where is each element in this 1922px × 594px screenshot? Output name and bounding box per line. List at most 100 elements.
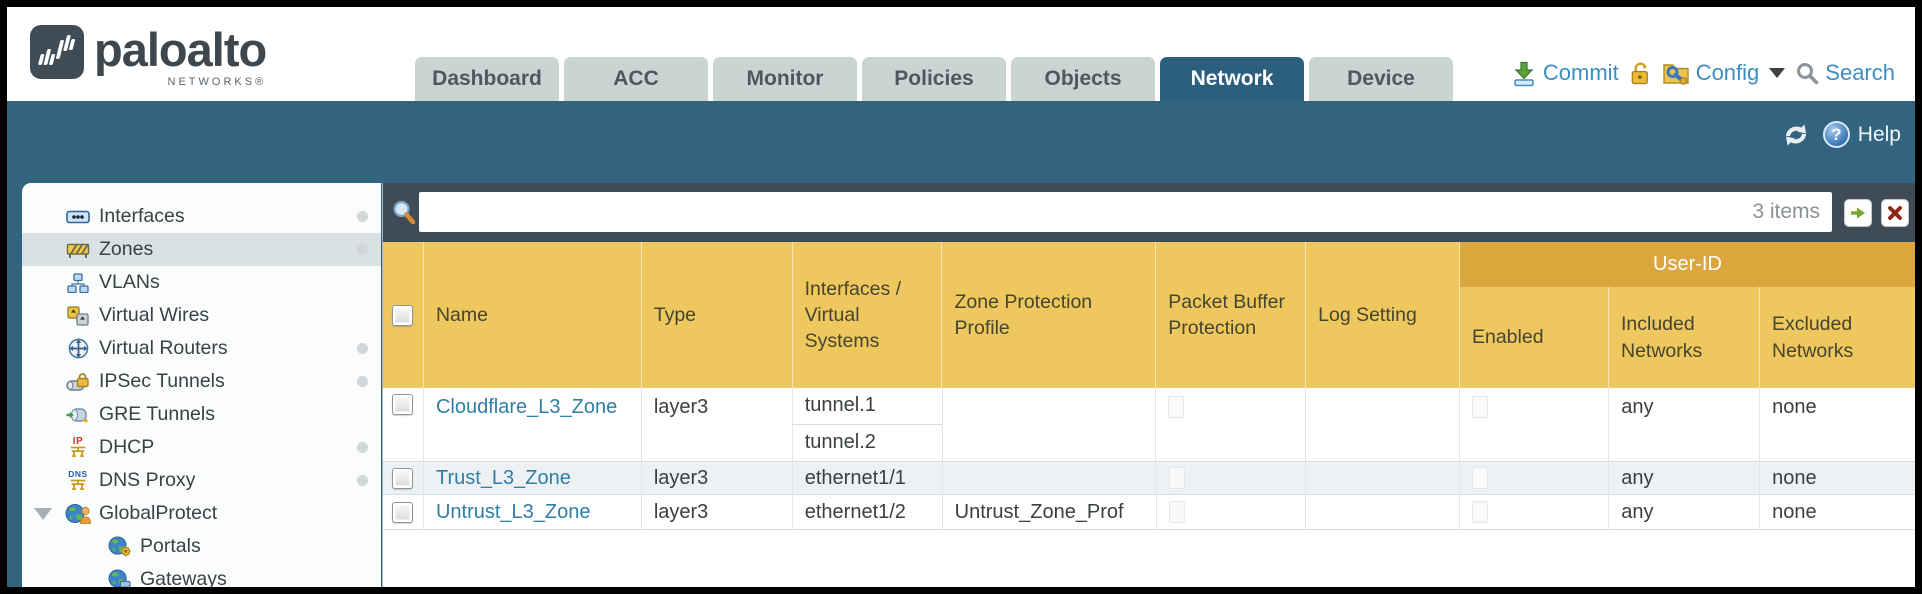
teal-subheader-band: Help <box>7 101 1915 183</box>
commit-button[interactable]: Commit <box>1511 60 1619 87</box>
sidebar-item-dhcp[interactable]: IP DHCP <box>22 431 381 464</box>
zone-name-cell: Trust_L3_Zone <box>424 462 642 494</box>
column-header-log-setting[interactable]: Log Setting <box>1306 242 1460 388</box>
help-button[interactable]: Help <box>1822 121 1901 148</box>
sidebar-item-vlans[interactable]: VLANs <box>22 266 381 299</box>
gre-tunnels-icon <box>65 405 91 425</box>
table-row: Trust_L3_Zone layer3 ethernet1/1 any non… <box>383 462 1915 495</box>
excluded-networks-cell: none <box>1772 500 1817 523</box>
sidebar-item-gre-tunnels[interactable]: GRE Tunnels <box>22 398 381 431</box>
sidebar-item-label: Virtual Routers <box>99 337 228 359</box>
row-select-checkbox[interactable] <box>392 394 414 415</box>
log-setting-cell <box>1306 388 1461 461</box>
tab-monitor[interactable]: Monitor <box>713 57 857 101</box>
sidebar-item-virtual-routers[interactable]: Virtual Routers <box>22 332 381 365</box>
brand-subname: NETWORKS® <box>167 76 267 88</box>
commit-label: Commit <box>1542 60 1619 85</box>
user-id-subcolumns: Enabled Included Networks Excluded Netwo… <box>1460 287 1915 388</box>
zone-interfaces-cell: ethernet1/2 <box>793 495 943 529</box>
network-sidebar: Interfaces Zones VLANs Vir <box>22 183 381 587</box>
gateways-icon <box>106 569 132 587</box>
user-id-column-group: User-ID Enabled Included Networks Exclud… <box>1459 242 1915 388</box>
interface-entry: tunnel.2 <box>804 431 876 454</box>
packet-buffer-protection-checkbox[interactable] <box>1168 467 1185 489</box>
green-arrow-icon <box>1851 207 1865 219</box>
sidebar-item-dns-proxy[interactable]: DNS DNS Proxy <box>22 464 381 497</box>
table-row: Cloudflare_L3_Zone layer3 tunnel.1 tunne… <box>383 388 1915 462</box>
row-select-checkbox[interactable] <box>392 501 414 523</box>
packet-buffer-protection-cell <box>1157 462 1307 494</box>
dhcp-icon: IP <box>65 437 91 458</box>
column-header-zone-protection-profile[interactable]: Zone Protection Profile <box>942 242 1157 388</box>
sidebar-item-label: Gateways <box>140 568 227 587</box>
sidebar-item-ipsec-tunnels[interactable]: IPSec Tunnels <box>22 365 381 398</box>
excluded-networks-cell: none <box>1772 396 1817 418</box>
row-select-cell <box>383 388 424 461</box>
main-nav-tabs: Dashboard ACC Monitor Policies Objects N… <box>415 57 1458 101</box>
clear-filter-button[interactable] <box>1881 199 1909 227</box>
zone-name-cell: Untrust_L3_Zone <box>424 495 642 529</box>
zone-name-link[interactable]: Cloudflare_L3_Zone <box>435 396 618 418</box>
sidebar-item-interfaces[interactable]: Interfaces <box>22 200 381 233</box>
sidebar-item-label: GlobalProtect <box>99 502 218 524</box>
apply-filter-button[interactable] <box>1844 199 1872 227</box>
refresh-icon[interactable] <box>1781 122 1811 148</box>
select-all-cell <box>383 242 424 388</box>
filter-input[interactable] <box>419 192 1832 232</box>
zones-table-header: Name Type Interfaces / Virtual Systems Z… <box>383 242 1915 388</box>
tab-acc[interactable]: ACC <box>564 57 708 101</box>
zone-protection-profile-cell <box>943 388 1157 461</box>
portals-icon <box>106 536 132 557</box>
paloalto-logo-icon <box>30 25 84 79</box>
user-id-enabled-checkbox[interactable] <box>1472 467 1489 489</box>
sidebar-item-virtual-wires[interactable]: Virtual Wires <box>22 299 381 332</box>
tab-network[interactable]: Network <box>1160 57 1304 101</box>
log-setting-cell <box>1306 495 1461 529</box>
column-header-packet-buffer-protection[interactable]: Packet Buffer Protection <box>1156 242 1307 388</box>
column-header-enabled[interactable]: Enabled <box>1460 287 1609 388</box>
unlocked-padlock-icon[interactable] <box>1629 60 1652 87</box>
sidebar-item-label: Zones <box>99 238 154 260</box>
column-header-interfaces[interactable]: Interfaces / Virtual Systems <box>793 242 943 388</box>
column-header-excluded-networks[interactable]: Excluded Networks <box>1771 313 1854 362</box>
sidebar-item-gateways[interactable]: Gateways <box>22 563 381 587</box>
included-networks-cell: any <box>1609 462 1761 494</box>
log-setting-cell <box>1306 462 1461 494</box>
user-id-enabled-cell <box>1460 495 1610 529</box>
tab-policies[interactable]: Policies <box>862 57 1006 101</box>
search-button[interactable]: Search <box>1795 60 1895 86</box>
tab-objects[interactable]: Objects <box>1011 57 1155 101</box>
column-header-type[interactable]: Type <box>642 242 793 388</box>
packet-buffer-protection-checkbox[interactable] <box>1168 396 1185 418</box>
row-select-checkbox[interactable] <box>392 467 414 489</box>
select-all-checkbox[interactable] <box>392 304 414 326</box>
packet-buffer-protection-checkbox[interactable] <box>1168 501 1185 523</box>
zone-name-cell: Cloudflare_L3_Zone <box>424 388 642 461</box>
config-icon <box>1662 64 1689 85</box>
sidebar-item-label: VLANs <box>99 271 160 293</box>
filter-magnifier-icon <box>393 200 416 225</box>
ipsec-tunnels-icon <box>65 372 91 392</box>
sidebar-item-zones[interactable]: Zones <box>22 233 381 266</box>
search-label: Search <box>1825 60 1895 85</box>
chevron-down-icon <box>1769 68 1786 78</box>
help-label: Help <box>1857 122 1901 146</box>
zone-name-link[interactable]: Untrust_L3_Zone <box>435 500 591 523</box>
zone-name-link[interactable]: Trust_L3_Zone <box>435 466 571 489</box>
expander-triangle-icon[interactable] <box>34 508 52 520</box>
config-dropdown[interactable]: Config <box>1662 60 1786 86</box>
zones-content-panel: 3 items Name <box>382 183 1915 587</box>
user-id-enabled-checkbox[interactable] <box>1472 501 1489 523</box>
included-networks-cell: any <box>1609 495 1761 529</box>
packet-buffer-protection-cell <box>1157 495 1307 529</box>
sidebar-item-label: IPSec Tunnels <box>99 370 225 392</box>
zones-icon <box>65 241 91 259</box>
tab-dashboard[interactable]: Dashboard <box>415 57 559 101</box>
user-id-enabled-checkbox[interactable] <box>1472 396 1489 418</box>
column-header-included-networks[interactable]: Included Networks <box>1609 287 1760 388</box>
tab-device[interactable]: Device <box>1309 57 1453 101</box>
item-dot <box>357 475 368 486</box>
column-header-name[interactable]: Name <box>424 242 642 388</box>
sidebar-item-globalprotect[interactable]: GlobalProtect <box>22 497 381 530</box>
sidebar-item-portals[interactable]: Portals <box>22 530 381 563</box>
